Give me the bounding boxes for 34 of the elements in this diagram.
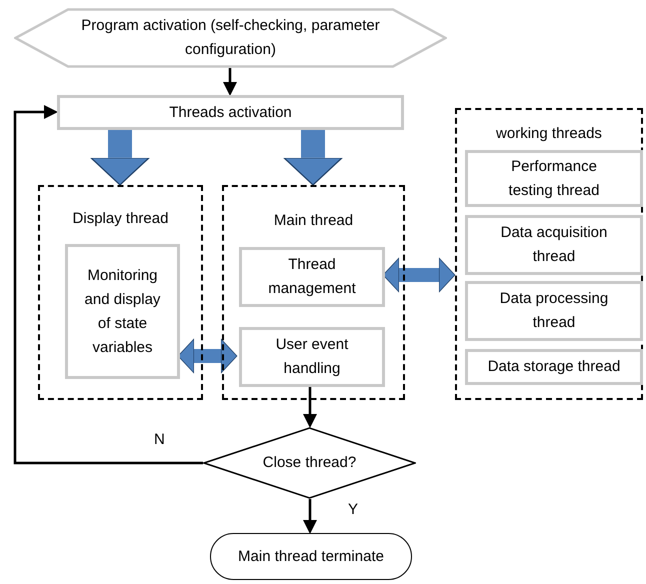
process-box — [57, 95, 404, 130]
dashed-group-box — [38, 185, 203, 400]
arrow — [14, 105, 203, 464]
node-label: Program activation (self-checking, parameter configuration) — [80, 16, 381, 60]
block-arrow — [90, 130, 150, 186]
process-box — [239, 327, 385, 387]
node-label: Close thread? — [262, 453, 356, 473]
node-label: Data storage thread — [488, 357, 620, 377]
block-arrow — [283, 130, 343, 186]
node-label: Display thread — [72, 209, 168, 229]
start-hexagon — [14, 8, 447, 68]
process-box — [465, 281, 643, 341]
node-label: Threads activation — [169, 102, 292, 122]
node-label: Data acquisition thread — [500, 223, 608, 267]
process-box — [239, 247, 385, 307]
process-box — [465, 215, 643, 275]
process-box — [465, 150, 643, 207]
node-label: Main thread — [274, 211, 354, 231]
arrow — [303, 385, 317, 428]
node-label: Performance testing thread — [508, 156, 600, 200]
dashed-group-box — [222, 185, 405, 400]
arrow — [223, 68, 237, 96]
decision-diamond — [203, 427, 416, 499]
terminator-box — [210, 533, 412, 580]
arrow — [303, 499, 317, 534]
node-label: Thread management — [267, 255, 357, 299]
node-label: working threads — [496, 124, 602, 144]
node-label: Data processing thread — [498, 289, 610, 333]
node-label: Main thread terminate — [238, 546, 384, 566]
dashed-group-box — [455, 108, 643, 400]
process-box — [65, 244, 180, 379]
node-label: User event handling — [274, 335, 350, 379]
process-box — [465, 349, 643, 385]
node-label: Monitoring and display of state variables — [84, 266, 162, 358]
